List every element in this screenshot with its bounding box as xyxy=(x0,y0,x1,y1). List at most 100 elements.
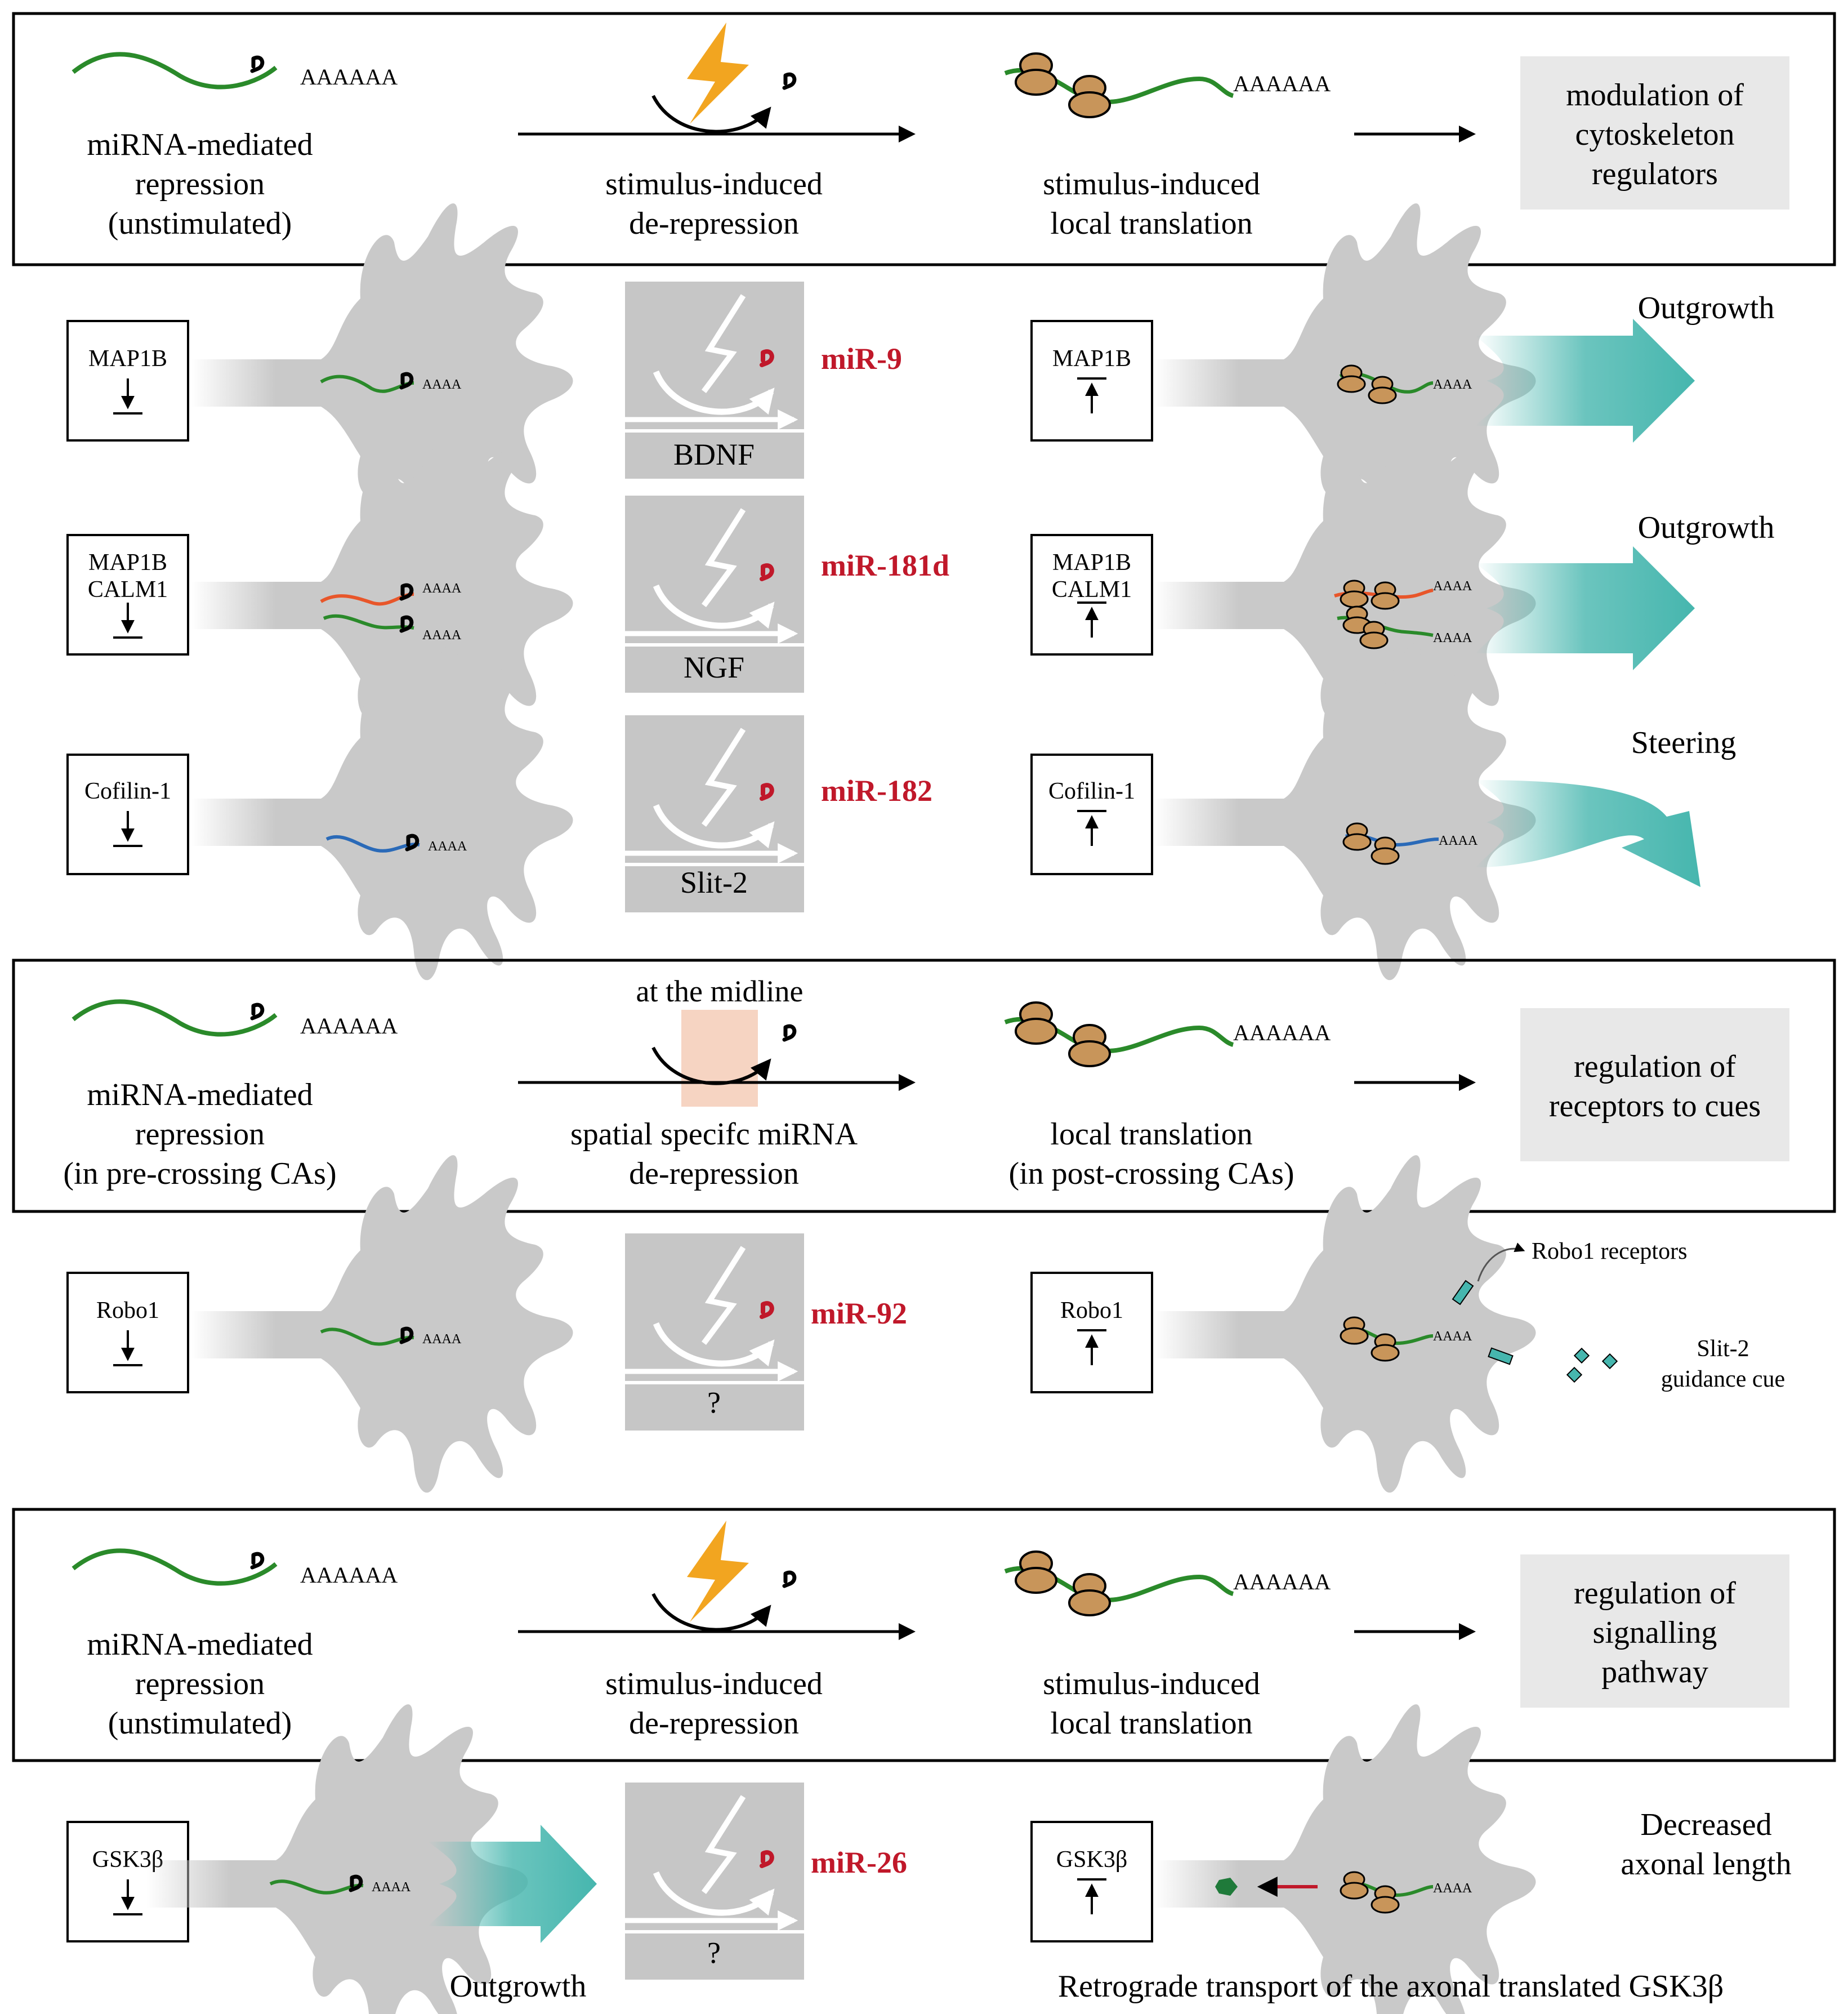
mirna-label: miR-182 xyxy=(821,774,932,808)
midline-label: at the midline xyxy=(636,974,804,1008)
downregulated-icon xyxy=(113,811,142,846)
target-box xyxy=(66,1272,189,1393)
mirna-label: miR-9 xyxy=(821,342,902,376)
target-name: Robo1 xyxy=(96,1298,159,1324)
outcome-box xyxy=(1520,56,1789,210)
outgrowth-arrow xyxy=(1475,546,1695,670)
downregulated-icon xyxy=(113,378,142,413)
growth-cone xyxy=(191,1155,573,1493)
lightning-bolt-icon xyxy=(687,23,749,124)
panel-1-frame xyxy=(12,12,1836,266)
target-name: Cofilin-1 xyxy=(84,778,171,804)
receptor-label: Robo1 receptors xyxy=(1532,1238,1687,1264)
downregulated-icon xyxy=(113,1879,142,1914)
polya-label: AAAA xyxy=(422,628,462,643)
repressed-mrna-p3: AAAAAA xyxy=(72,1548,398,1588)
receptor-pointer xyxy=(1477,1242,1525,1282)
midline-region xyxy=(681,1010,758,1107)
example-row-mir182: Cofilin-1 AAAA Slit-2 miR-182 Cofilin-1 … xyxy=(66,643,1737,981)
repressed-mrna-p1: AAAAAA xyxy=(72,52,398,90)
stimulus-label: ? xyxy=(707,1385,721,1419)
target-box xyxy=(66,320,189,442)
polya-label: AAAAAA xyxy=(300,1562,398,1588)
polya-label: AAAAAA xyxy=(1233,1020,1331,1045)
p2-col1-line1: miRNA-mediated xyxy=(87,1077,313,1112)
polya-label: AAAA xyxy=(1433,1329,1472,1344)
p1-col2-line2: de-repression xyxy=(629,206,799,241)
example-row-mir9: MAP1B AAAA BDNF miR-9 MAP1B AAAA Outgrow… xyxy=(66,203,1775,541)
stimulus-label: ? xyxy=(707,1936,721,1970)
derepression-diagram-p1 xyxy=(518,23,916,142)
mirna-label: miR-181d xyxy=(821,549,949,582)
p1-outcome-line2: cytoskeleton xyxy=(1575,117,1734,152)
target-box xyxy=(1030,754,1153,875)
p3-col2-line2: de-repression xyxy=(629,1706,799,1741)
p3-col3-line2: local translation xyxy=(1050,1706,1252,1741)
polya-label: AAAA xyxy=(372,1880,411,1895)
example-row-mir26: GSK3β AAAA Outgrowth ? miR-26 GSK3β AAAA… xyxy=(66,1704,1792,2014)
effect-right-line2: axonal length xyxy=(1621,1847,1791,1882)
robo1-receptor xyxy=(1488,1347,1514,1365)
target-name: MAP1B xyxy=(1052,550,1131,576)
lightning-bolt-icon xyxy=(687,1521,749,1622)
polya-label: AAAAAA xyxy=(1233,71,1331,96)
target-name: MAP1B xyxy=(88,550,167,576)
upregulated-icon xyxy=(1077,378,1106,413)
panel-3-frame xyxy=(12,1508,1836,1762)
steering-arrow xyxy=(1475,780,1700,887)
target-box xyxy=(1030,1272,1153,1393)
p2-outcome-line2: receptors to cues xyxy=(1549,1089,1761,1124)
p3-col1-line2: repression xyxy=(135,1667,265,1701)
target-box xyxy=(66,754,189,875)
polya-label: AAAA xyxy=(1433,579,1472,594)
downregulated-icon xyxy=(113,603,142,638)
target-name: MAP1B xyxy=(88,346,167,372)
p3-col1-line3: (unstimulated) xyxy=(108,1706,292,1741)
polya-label: AAAA xyxy=(1439,834,1478,848)
slit-cue xyxy=(1566,1366,1583,1383)
target-box xyxy=(1030,1821,1153,1942)
target-name: Cofilin-1 xyxy=(1048,778,1135,804)
panel-1: AAAAAA miRNA-mediated repression (unstim… xyxy=(12,12,1836,266)
mirna-label: miR-92 xyxy=(811,1296,907,1330)
p2-col3-line2: (in post-crossing CAs) xyxy=(1008,1156,1294,1191)
p2-col3-line1: local translation xyxy=(1050,1117,1252,1152)
p1-outcome-line1: modulation of xyxy=(1566,78,1744,113)
p3-outcome-line3: pathway xyxy=(1601,1655,1708,1690)
robo1-receptor xyxy=(1452,1280,1474,1305)
p1-col2-line1: stimulus-induced xyxy=(605,167,823,202)
gsk3b-protein xyxy=(1215,1878,1238,1896)
effect-label: Outgrowth xyxy=(1638,291,1775,326)
p1-col3-line2: local translation xyxy=(1050,206,1252,241)
stimulus-label: Slit-2 xyxy=(680,866,748,899)
panel-2: AAAAAA miRNA-mediated repression (in pre… xyxy=(12,959,1836,1213)
mirna-label: miR-26 xyxy=(811,1846,907,1879)
polya-label: AAAAAA xyxy=(300,1013,398,1039)
outcome-box xyxy=(1520,1554,1789,1708)
polya-label: AAAA xyxy=(1433,1881,1472,1896)
p1-col1-line1: miRNA-mediated xyxy=(87,127,313,162)
p2-col1-line3: (in pre-crossing CAs) xyxy=(63,1156,336,1191)
polya-label: AAAAAA xyxy=(300,64,398,90)
repressed-mrna-p2: AAAAAA xyxy=(72,999,398,1039)
p2-col2-line2: de-repression xyxy=(629,1156,799,1191)
p3-col3-line1: stimulus-induced xyxy=(1043,1667,1260,1701)
outgrowth-arrow xyxy=(1475,319,1695,443)
effect-label: Outgrowth xyxy=(1638,510,1775,545)
upregulated-icon xyxy=(1077,1879,1106,1914)
cue-label-line2: guidance cue xyxy=(1661,1366,1785,1392)
panel-2-frame xyxy=(12,959,1836,1213)
target-box xyxy=(1030,534,1153,656)
effect-right-line1: Decreased xyxy=(1640,1807,1771,1842)
target-name: MAP1B xyxy=(1052,346,1131,372)
target-name: CALM1 xyxy=(1052,577,1132,603)
upregulated-icon xyxy=(1077,811,1106,846)
effect-label: Steering xyxy=(1631,725,1737,760)
p1-col1-line3: (unstimulated) xyxy=(108,206,292,241)
target-name: Robo1 xyxy=(1060,1298,1123,1324)
target-box xyxy=(66,534,189,656)
downregulated-icon xyxy=(113,1330,142,1365)
stimulus-label: NGF xyxy=(684,650,744,684)
polya-label: AAAA xyxy=(1433,377,1472,392)
panel-3: AAAAAA miRNA-mediated repression (unstim… xyxy=(12,1508,1836,1762)
